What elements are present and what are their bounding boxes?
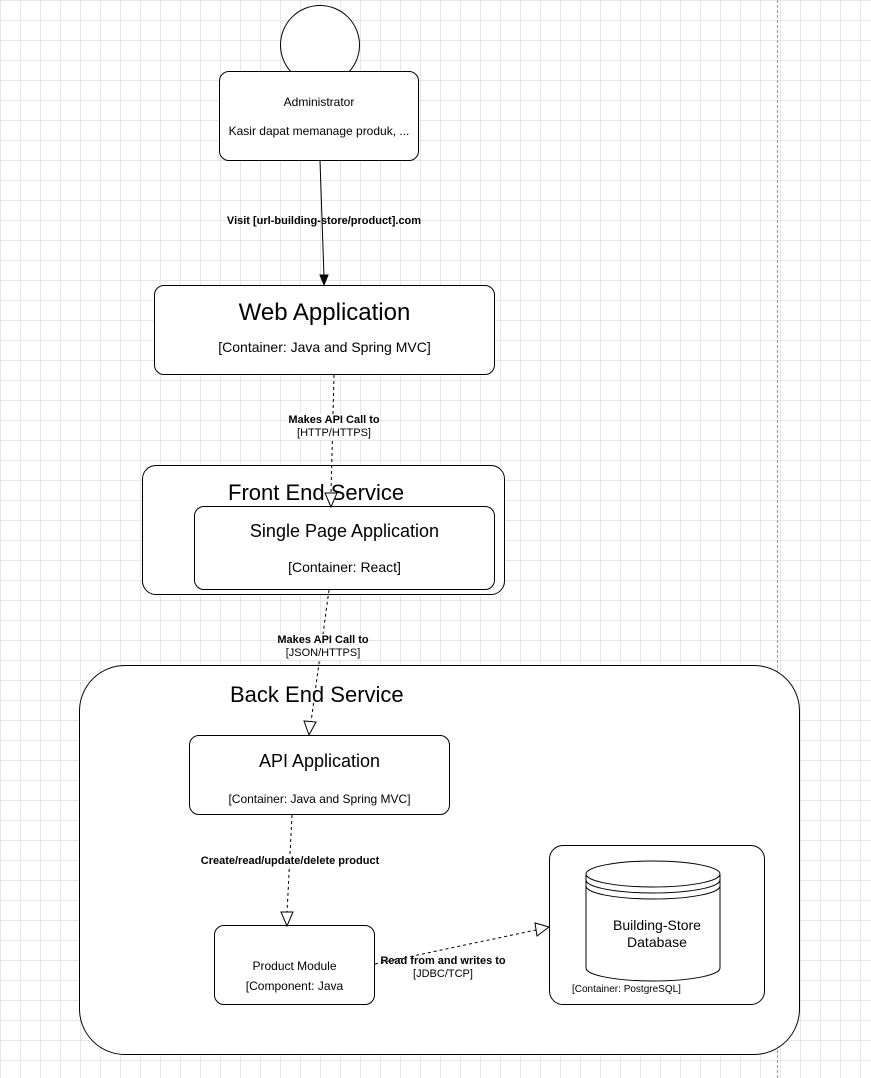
api-call-1-edge (330, 374, 335, 495)
api-application-tech: [Container: Java and Spring MVC] (228, 792, 411, 806)
api-call-2-label: Makes API Call to [JSON/HTTPS] (277, 634, 369, 660)
api-application-title: API Application (258, 751, 381, 771)
single-page-application-container[interactable]: Single Page Application [Container: Reac… (194, 506, 495, 590)
crud-edge-label: Create/read/update/delete product (200, 855, 380, 868)
front-end-service-title: Front End Service (228, 480, 405, 505)
api-call-2-label-line2: [JSON/HTTPS] (285, 647, 361, 659)
api-call-1-label-line2: [HTTP/HTTPS] (297, 427, 371, 439)
database-cylinder-icon (585, 860, 721, 982)
db-edge-label-line2: [JDBC/TCP] (413, 968, 473, 980)
db-arrowhead (534, 922, 551, 937)
api-call-1-label: Makes API Call to [HTTP/HTTPS] (288, 414, 380, 440)
web-application-tech: [Container: Java and Spring MVC] (218, 339, 431, 355)
api-call-2-arrowhead (303, 720, 317, 737)
web-application-container[interactable]: Web Application [Container: Java and Spr… (154, 285, 495, 375)
product-module-title: Product Module (252, 959, 337, 973)
db-edge-label: Read from and writes to [JDBC/TCP] (380, 955, 505, 981)
visit-edge-arrowhead (319, 274, 329, 287)
page-guide-line (777, 0, 778, 1078)
visit-edge (319, 160, 325, 278)
database-tech: [Container: PostgreSQL] (572, 984, 681, 995)
product-module-tech: [Component: Java (245, 979, 344, 993)
spa-tech: [Container: React] (288, 559, 401, 575)
administrator-name: Administrator (283, 95, 355, 109)
api-call-2-label-line1: Makes API Call to (277, 634, 369, 646)
administrator-description: Kasir dapat memanage produk, ... (228, 124, 410, 138)
back-end-service-title: Back End Service (230, 682, 404, 707)
database-container[interactable]: Building-Store Database [Container: Post… (549, 845, 765, 1005)
api-call-1-label-line1: Makes API Call to (288, 414, 380, 426)
api-call-1-arrowhead (324, 492, 338, 509)
database-title-line2: Database (627, 934, 687, 950)
database-title-line1: Building-Store (613, 917, 701, 933)
product-module-component[interactable]: Product Module [Component: Java (214, 925, 375, 1005)
db-edge-label-line1: Read from and writes to (380, 955, 506, 967)
administrator-person[interactable]: Administrator Kasir dapat memanage produ… (219, 71, 419, 161)
crud-arrowhead (280, 911, 294, 928)
api-application-container[interactable]: API Application [Container: Java and Spr… (189, 735, 450, 815)
visit-edge-label: Visit [url-building-store/product].com (226, 215, 422, 227)
web-application-title: Web Application (238, 299, 411, 326)
spa-title: Single Page Application (249, 521, 440, 541)
